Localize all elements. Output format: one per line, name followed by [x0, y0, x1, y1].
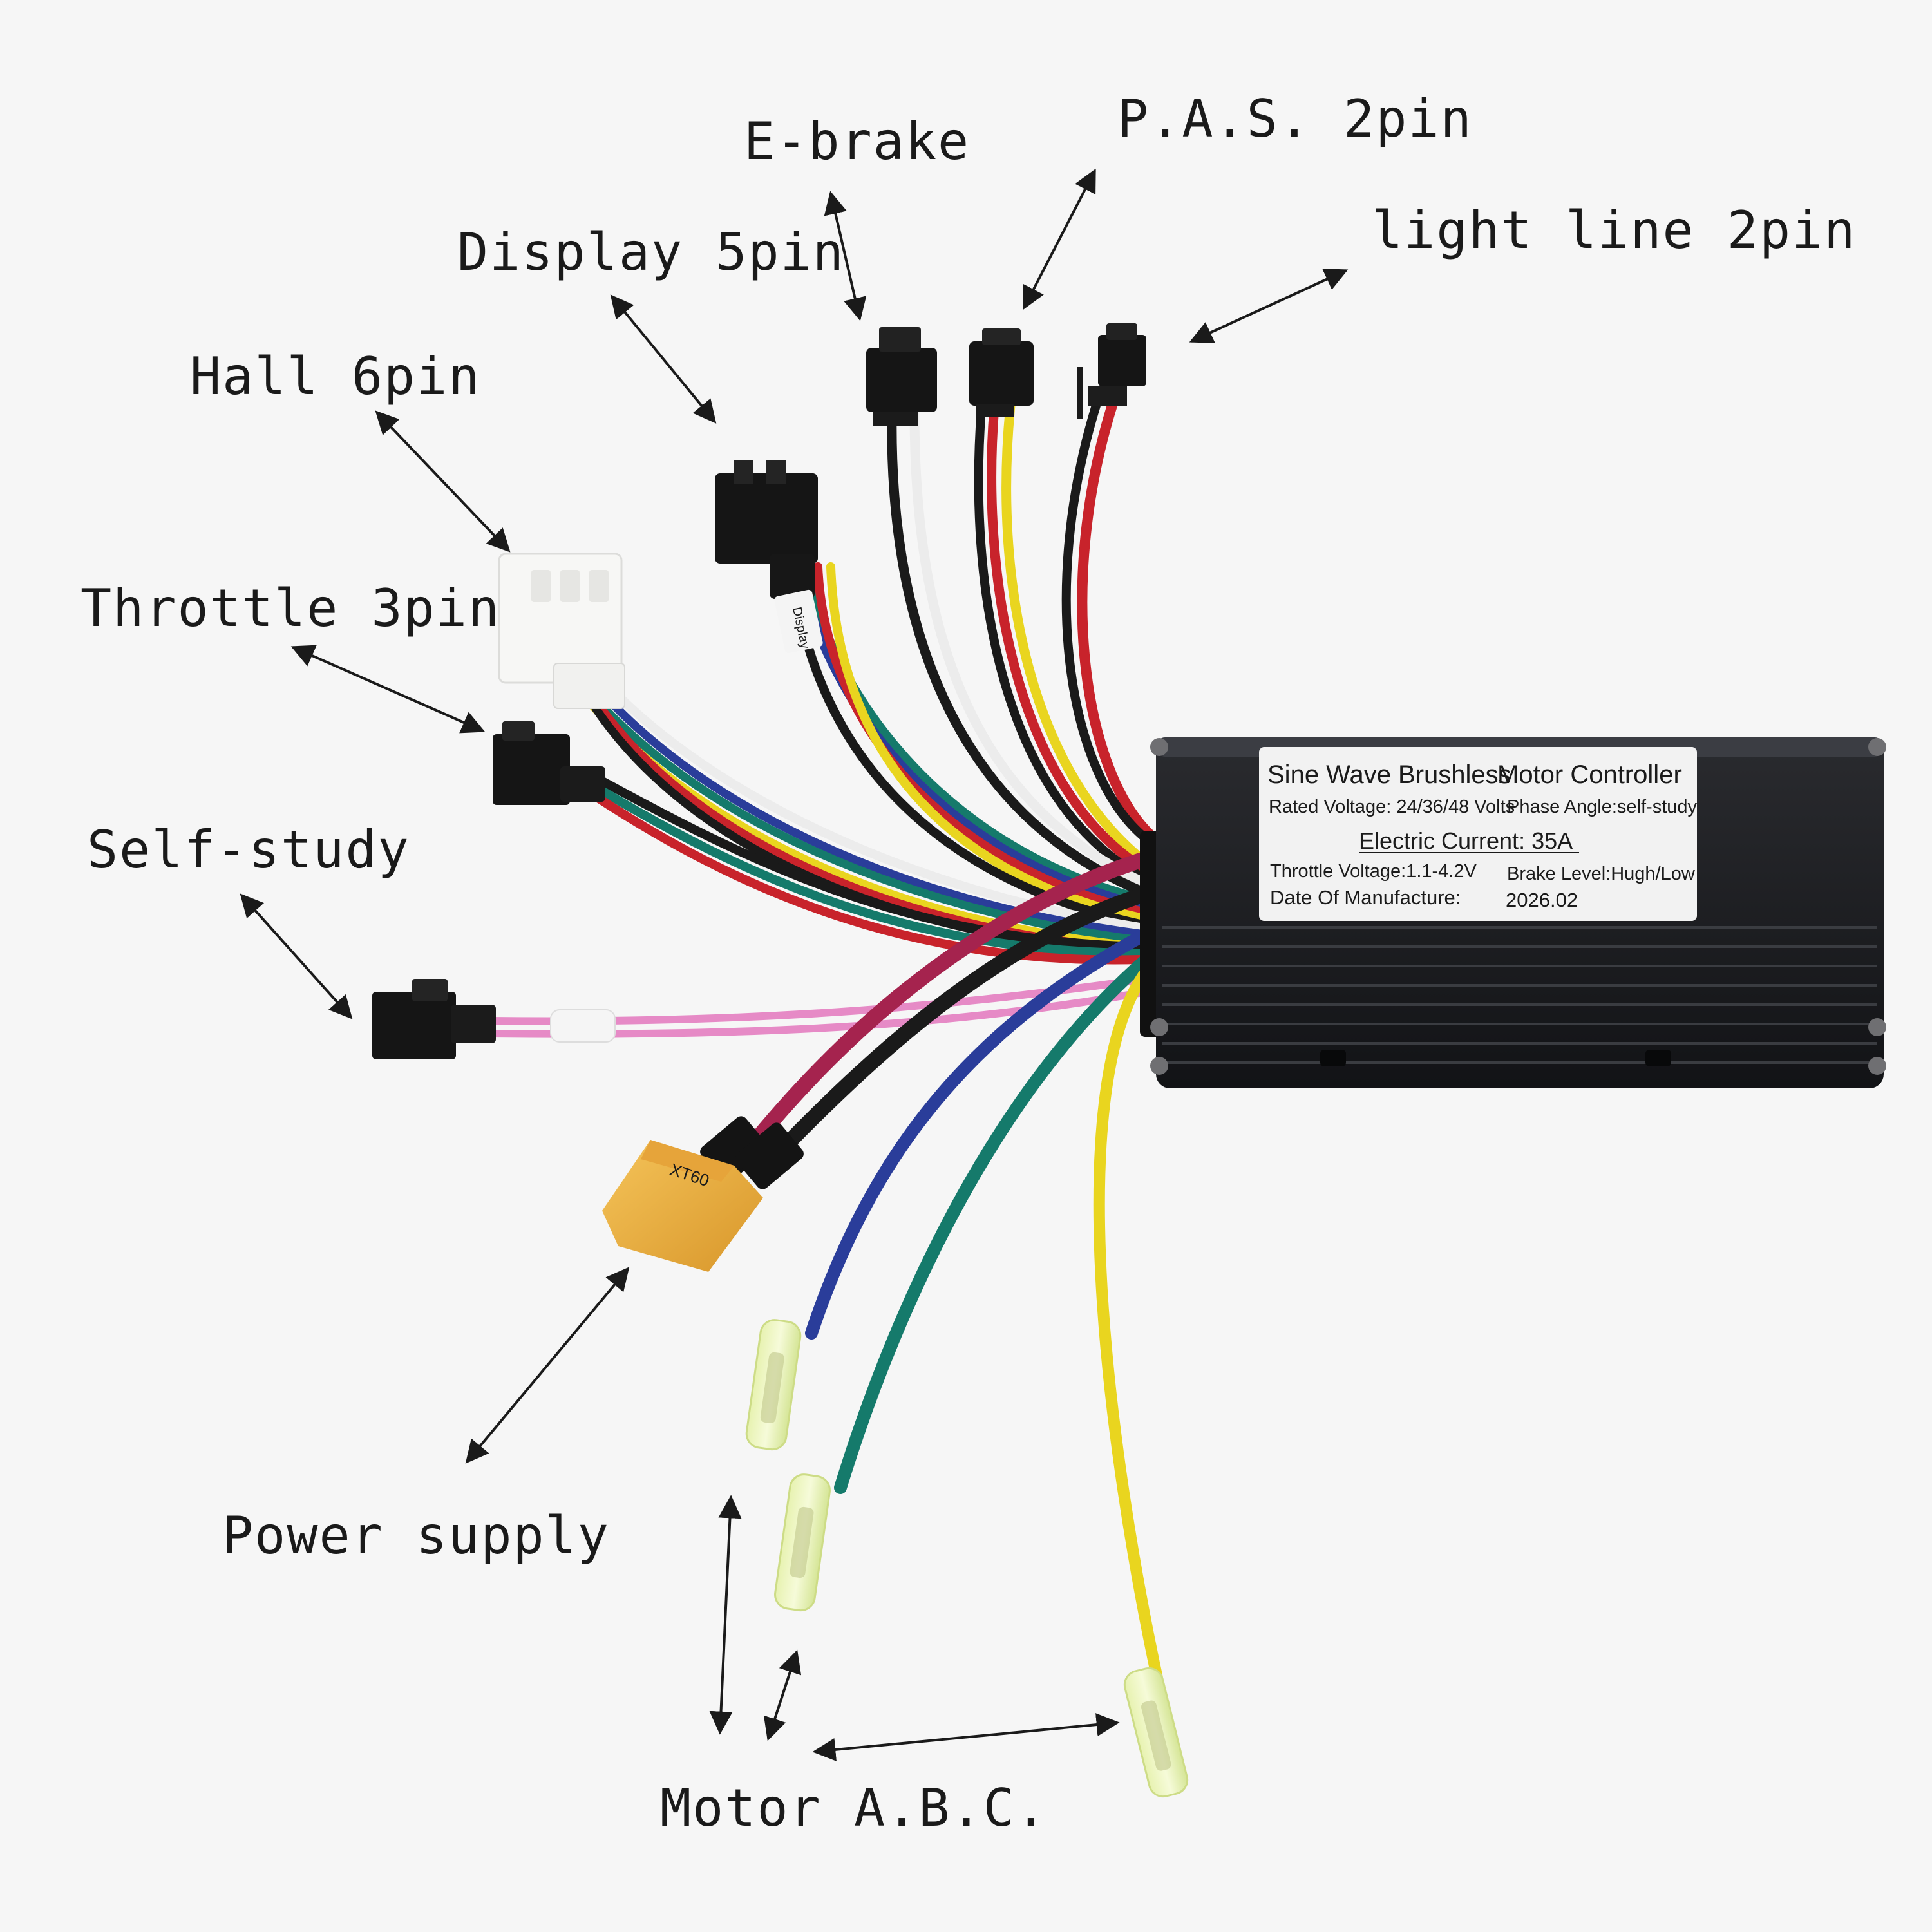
callout-light: light line 2pin	[1372, 200, 1857, 260]
arrow-selfstudy	[240, 893, 353, 1019]
label-throttle-voltage: Throttle Voltage:1.1-4.2V	[1270, 861, 1477, 882]
label-title-left: Sine Wave Brushless	[1267, 761, 1511, 789]
wire-hall-blue	[594, 685, 1144, 938]
terminal-motor-a	[745, 1319, 802, 1451]
arrow-pas	[1023, 168, 1096, 310]
label-date-value: 2026.02	[1506, 889, 1578, 911]
wire-light-black	[1061, 395, 1157, 848]
label-rated-voltage: Rated Voltage: 24/36/48 Volts	[1269, 797, 1515, 817]
wire-power-maroon	[733, 849, 1160, 1167]
connector-power-xt60: XT60	[602, 1116, 804, 1272]
connector-light	[1077, 323, 1146, 419]
arrow-motor-b	[763, 1649, 802, 1741]
arrow-motor-a	[709, 1495, 742, 1735]
wire-light-red	[1077, 394, 1158, 842]
arrow-hall	[375, 410, 511, 553]
connector-plug-icon	[715, 473, 818, 564]
arrow-light	[1189, 269, 1349, 343]
connector-selfstudy	[372, 979, 616, 1059]
wire-ebrake-white	[909, 407, 1148, 887]
callout-motor: Motor A.B.C.	[660, 1778, 1048, 1838]
wire-motor-green	[834, 953, 1153, 1494]
connector-throttle	[493, 721, 605, 805]
wire-ebrake-black	[887, 407, 1148, 897]
callout-throttle: Throttle 3pin	[80, 578, 501, 638]
wire-pas-red	[987, 394, 1145, 871]
label-title-right: Motor Controller	[1497, 761, 1682, 789]
wire-pas-yellow	[1001, 394, 1151, 868]
connector-plug-icon	[969, 341, 1034, 406]
arrow-throttle	[290, 645, 486, 734]
label-electric-current: Electric Current: 35A	[1359, 828, 1573, 854]
connector-pas	[969, 328, 1034, 417]
wire-hall-green	[588, 691, 1144, 945]
wire-pas-black	[974, 395, 1144, 880]
connector-plug-icon	[372, 992, 456, 1059]
connector-hall	[498, 553, 625, 709]
arrow-power	[465, 1267, 630, 1464]
callout-ebrake: E-brake	[744, 111, 971, 171]
product-label: Sine Wave Brushless Motor Controller Rat…	[1259, 747, 1698, 921]
callout-display: Display 5pin	[457, 222, 845, 282]
terminal-motor-b	[774, 1473, 831, 1612]
callout-power: Power supply	[222, 1506, 610, 1566]
wire-motor-yellow	[1093, 970, 1165, 1693]
wire-power-black	[759, 884, 1160, 1173]
connector-plug-icon	[1098, 335, 1146, 386]
connector-ebrake	[866, 327, 937, 426]
arrow-ebrake	[824, 191, 867, 321]
connector-plug-icon	[866, 348, 937, 412]
label-brake-level: Brake Level:Hugh/Low	[1507, 864, 1696, 884]
wire-throttle-red	[594, 794, 1144, 965]
callout-selfstudy: Self-study	[87, 820, 410, 880]
wire-motor-blue	[805, 927, 1153, 1340]
connector-plug-icon	[493, 734, 570, 805]
callout-arrows	[240, 168, 1349, 1761]
arrow-display	[610, 294, 717, 424]
connector-display: Display	[715, 460, 823, 654]
motor-controller: Sine Wave Brushless Motor Controller Rat…	[1140, 737, 1886, 1088]
callout-pas: P.A.S. 2pin	[1117, 89, 1473, 149]
label-date-of-manufacture: Date Of Manufacture:	[1270, 886, 1461, 909]
label-phase-angle: Phase Angle:self-study	[1507, 797, 1698, 817]
callout-hall: Hall 6pin	[190, 346, 481, 406]
terminal-motor-c	[1123, 1667, 1189, 1798]
arrow-motor-c	[812, 1713, 1120, 1761]
